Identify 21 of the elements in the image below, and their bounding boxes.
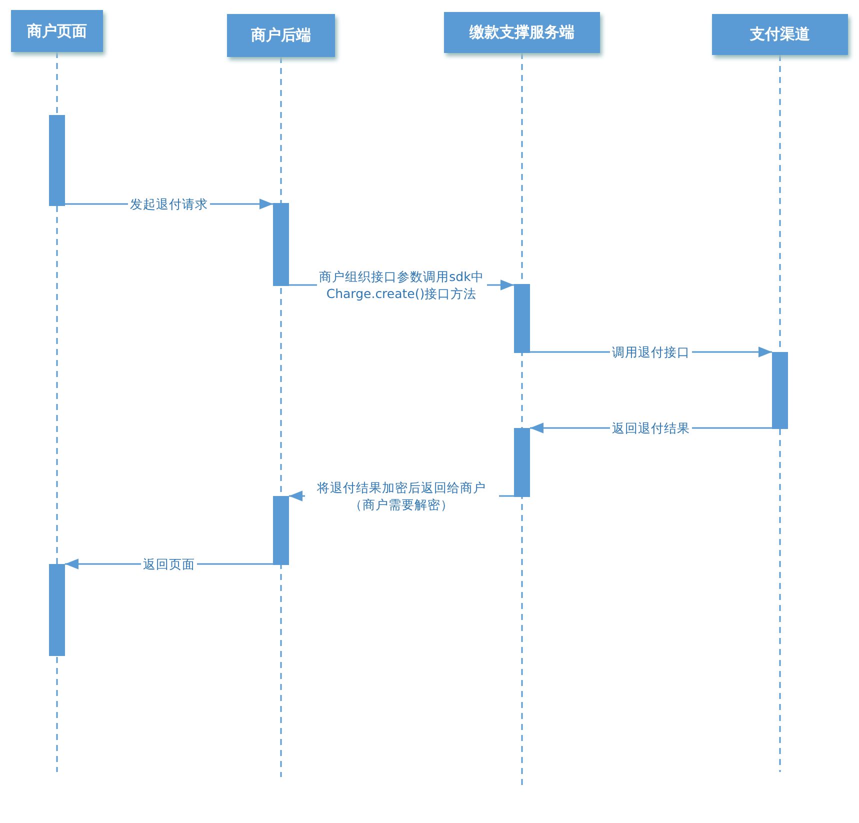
participant-box [444,12,600,53]
activation-bar [49,115,65,206]
activation-bar [273,203,289,286]
message-label: 返回退付结果 [610,420,692,436]
message-label: 发起退付请求 [128,196,210,212]
participant-box [11,10,103,52]
participant-name: 商户后端 [251,26,311,45]
activation-bar [514,428,530,497]
activation-bar [273,496,289,565]
message-label: 返回页面 [141,556,197,572]
participant-name: 缴款支撑服务端 [470,23,574,42]
participant-name: 商户页面 [27,22,87,40]
activation-bar [772,352,788,429]
participant-box [712,14,848,55]
activation-bar [514,284,530,353]
message-label: 商户组织接口参数调用sdk中Charge.create()接口方法 [316,268,486,302]
message-label: 将退付结果加密后返回给商户（商户需要解密） [304,479,498,513]
participant-box [227,14,335,57]
participant-name: 支付渠道 [750,25,810,44]
message-label: 调用退付接口 [610,344,692,360]
activation-bar [49,564,65,656]
